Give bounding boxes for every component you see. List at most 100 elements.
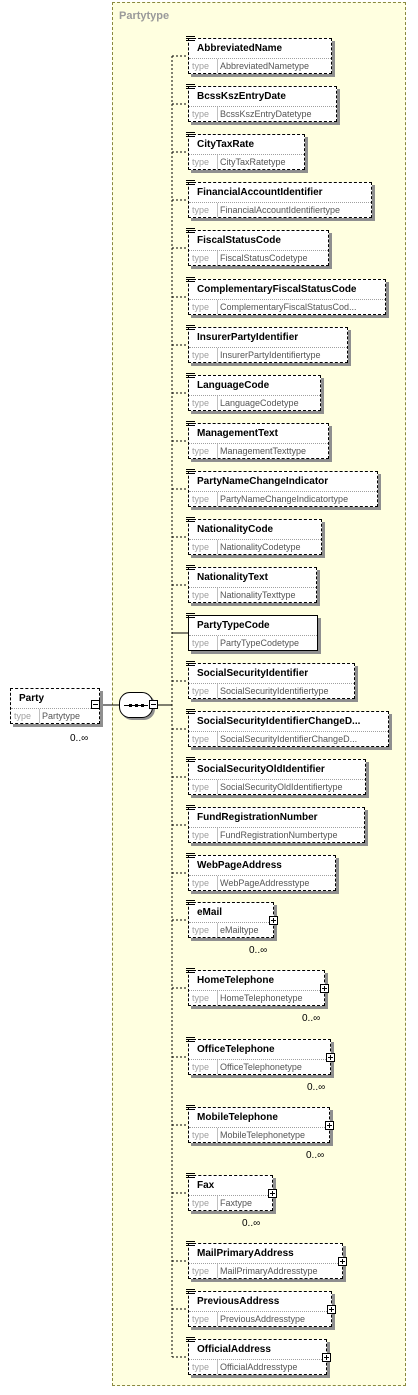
- element-type-label: type: [192, 494, 210, 504]
- documentation-icon: [186, 968, 195, 975]
- element-type-label: type: [192, 782, 210, 792]
- element-name: ComplementaryFiscalStatusCode: [197, 284, 357, 295]
- element-type-label: type: [192, 398, 210, 408]
- element-name: NationalityText: [197, 572, 268, 583]
- collapse-icon[interactable]: [91, 700, 100, 709]
- documentation-icon: [186, 1289, 195, 1296]
- expand-icon[interactable]: [325, 1121, 334, 1130]
- occurrence-label: 0..∞: [302, 1013, 321, 1024]
- documentation-icon: [186, 84, 195, 91]
- element-type-value: Faxtype: [220, 1198, 253, 1208]
- element-type-value: SocialSecurityIdentifierChangeD...: [220, 734, 358, 744]
- root-type-label: type: [14, 711, 32, 721]
- sequence-collapse-icon[interactable]: [149, 700, 158, 709]
- element-type-label: type: [192, 590, 210, 600]
- root-element-name: Party: [19, 693, 45, 704]
- documentation-icon: [186, 709, 195, 716]
- expand-icon[interactable]: [320, 984, 329, 993]
- expand-icon[interactable]: [322, 1353, 331, 1362]
- documentation-icon: [186, 325, 195, 332]
- documentation-icon: [186, 805, 195, 812]
- element-name: MailPrimaryAddress: [197, 1248, 294, 1259]
- documentation-icon: [186, 757, 195, 764]
- element-type-label: type: [192, 157, 210, 167]
- complex-type-title: Partytype: [119, 10, 170, 22]
- documentation-icon: [186, 1337, 195, 1344]
- element-type-label: type: [192, 1362, 210, 1372]
- documentation-icon: [186, 613, 195, 620]
- documentation-icon: [186, 1173, 195, 1180]
- element-name: Fax: [197, 1180, 215, 1191]
- element-type-value: NationalityTexttype: [220, 590, 296, 600]
- element-name: AbbreviatedName: [197, 43, 283, 54]
- sequence-compositor[interactable]: [119, 692, 153, 718]
- expand-icon[interactable]: [268, 1189, 277, 1198]
- element-type-label: type: [192, 302, 210, 312]
- element-type-value: PartyTypeCodetype: [220, 638, 300, 648]
- root-element-party[interactable]: Party type Partytype: [10, 688, 100, 724]
- element-name: OfficialAddress: [197, 1344, 271, 1355]
- documentation-icon: [186, 853, 195, 860]
- documentation-icon: [186, 900, 195, 907]
- occurrence-label: 0..∞: [306, 1150, 325, 1161]
- element-type-label: type: [192, 1314, 210, 1324]
- element-complementaryfiscalstatuscode[interactable]: ComplementaryFiscalStatusCode type Complem…: [186, 277, 386, 315]
- element-type-value: FiscalStatusCodetype: [220, 253, 308, 263]
- element-type-label: type: [192, 830, 210, 840]
- element-type-value: SocialSecurityOldIdentifiertype: [220, 782, 343, 792]
- element-type-label: type: [192, 878, 210, 888]
- occurrence-label: 0..∞: [307, 1082, 326, 1093]
- expand-icon[interactable]: [338, 1257, 347, 1266]
- element-type-value: FundRegistrationNumbertype: [220, 830, 338, 840]
- element-type-label: type: [192, 1062, 210, 1072]
- documentation-icon: [186, 277, 195, 284]
- element-type-label: type: [192, 61, 210, 71]
- element-type-value: NationalityCodetype: [220, 542, 301, 552]
- element-name: BcssKszEntryDate: [197, 91, 286, 102]
- element-type-value: ComplementaryFiscalStatusCod...: [220, 302, 357, 312]
- element-type-value: SocialSecurityIdentifiertype: [220, 686, 329, 696]
- expand-icon[interactable]: [327, 1305, 336, 1314]
- element-type-label: type: [192, 1198, 210, 1208]
- element-type-value: LanguageCodetype: [220, 398, 299, 408]
- element-type-value: FinancialAccountIdentifiertype: [220, 205, 341, 215]
- element-name: FundRegistrationNumber: [197, 812, 318, 823]
- element-type-value: BcssKszEntryDatetype: [220, 109, 312, 119]
- expand-icon[interactable]: [269, 916, 278, 925]
- expand-icon[interactable]: [326, 1053, 335, 1062]
- element-name: HomeTelephone: [197, 975, 275, 986]
- element-name: SocialSecurityIdentifier: [197, 668, 309, 679]
- documentation-icon: [186, 421, 195, 428]
- element-name: PartyTypeCode: [197, 620, 270, 631]
- element-type-label: type: [192, 253, 210, 263]
- element-type-value: OfficeTelephonetype: [220, 1062, 302, 1072]
- documentation-icon: [186, 1105, 195, 1112]
- documentation-icon: [186, 469, 195, 476]
- element-type-value: InsurerPartyIdentifiertype: [220, 350, 321, 360]
